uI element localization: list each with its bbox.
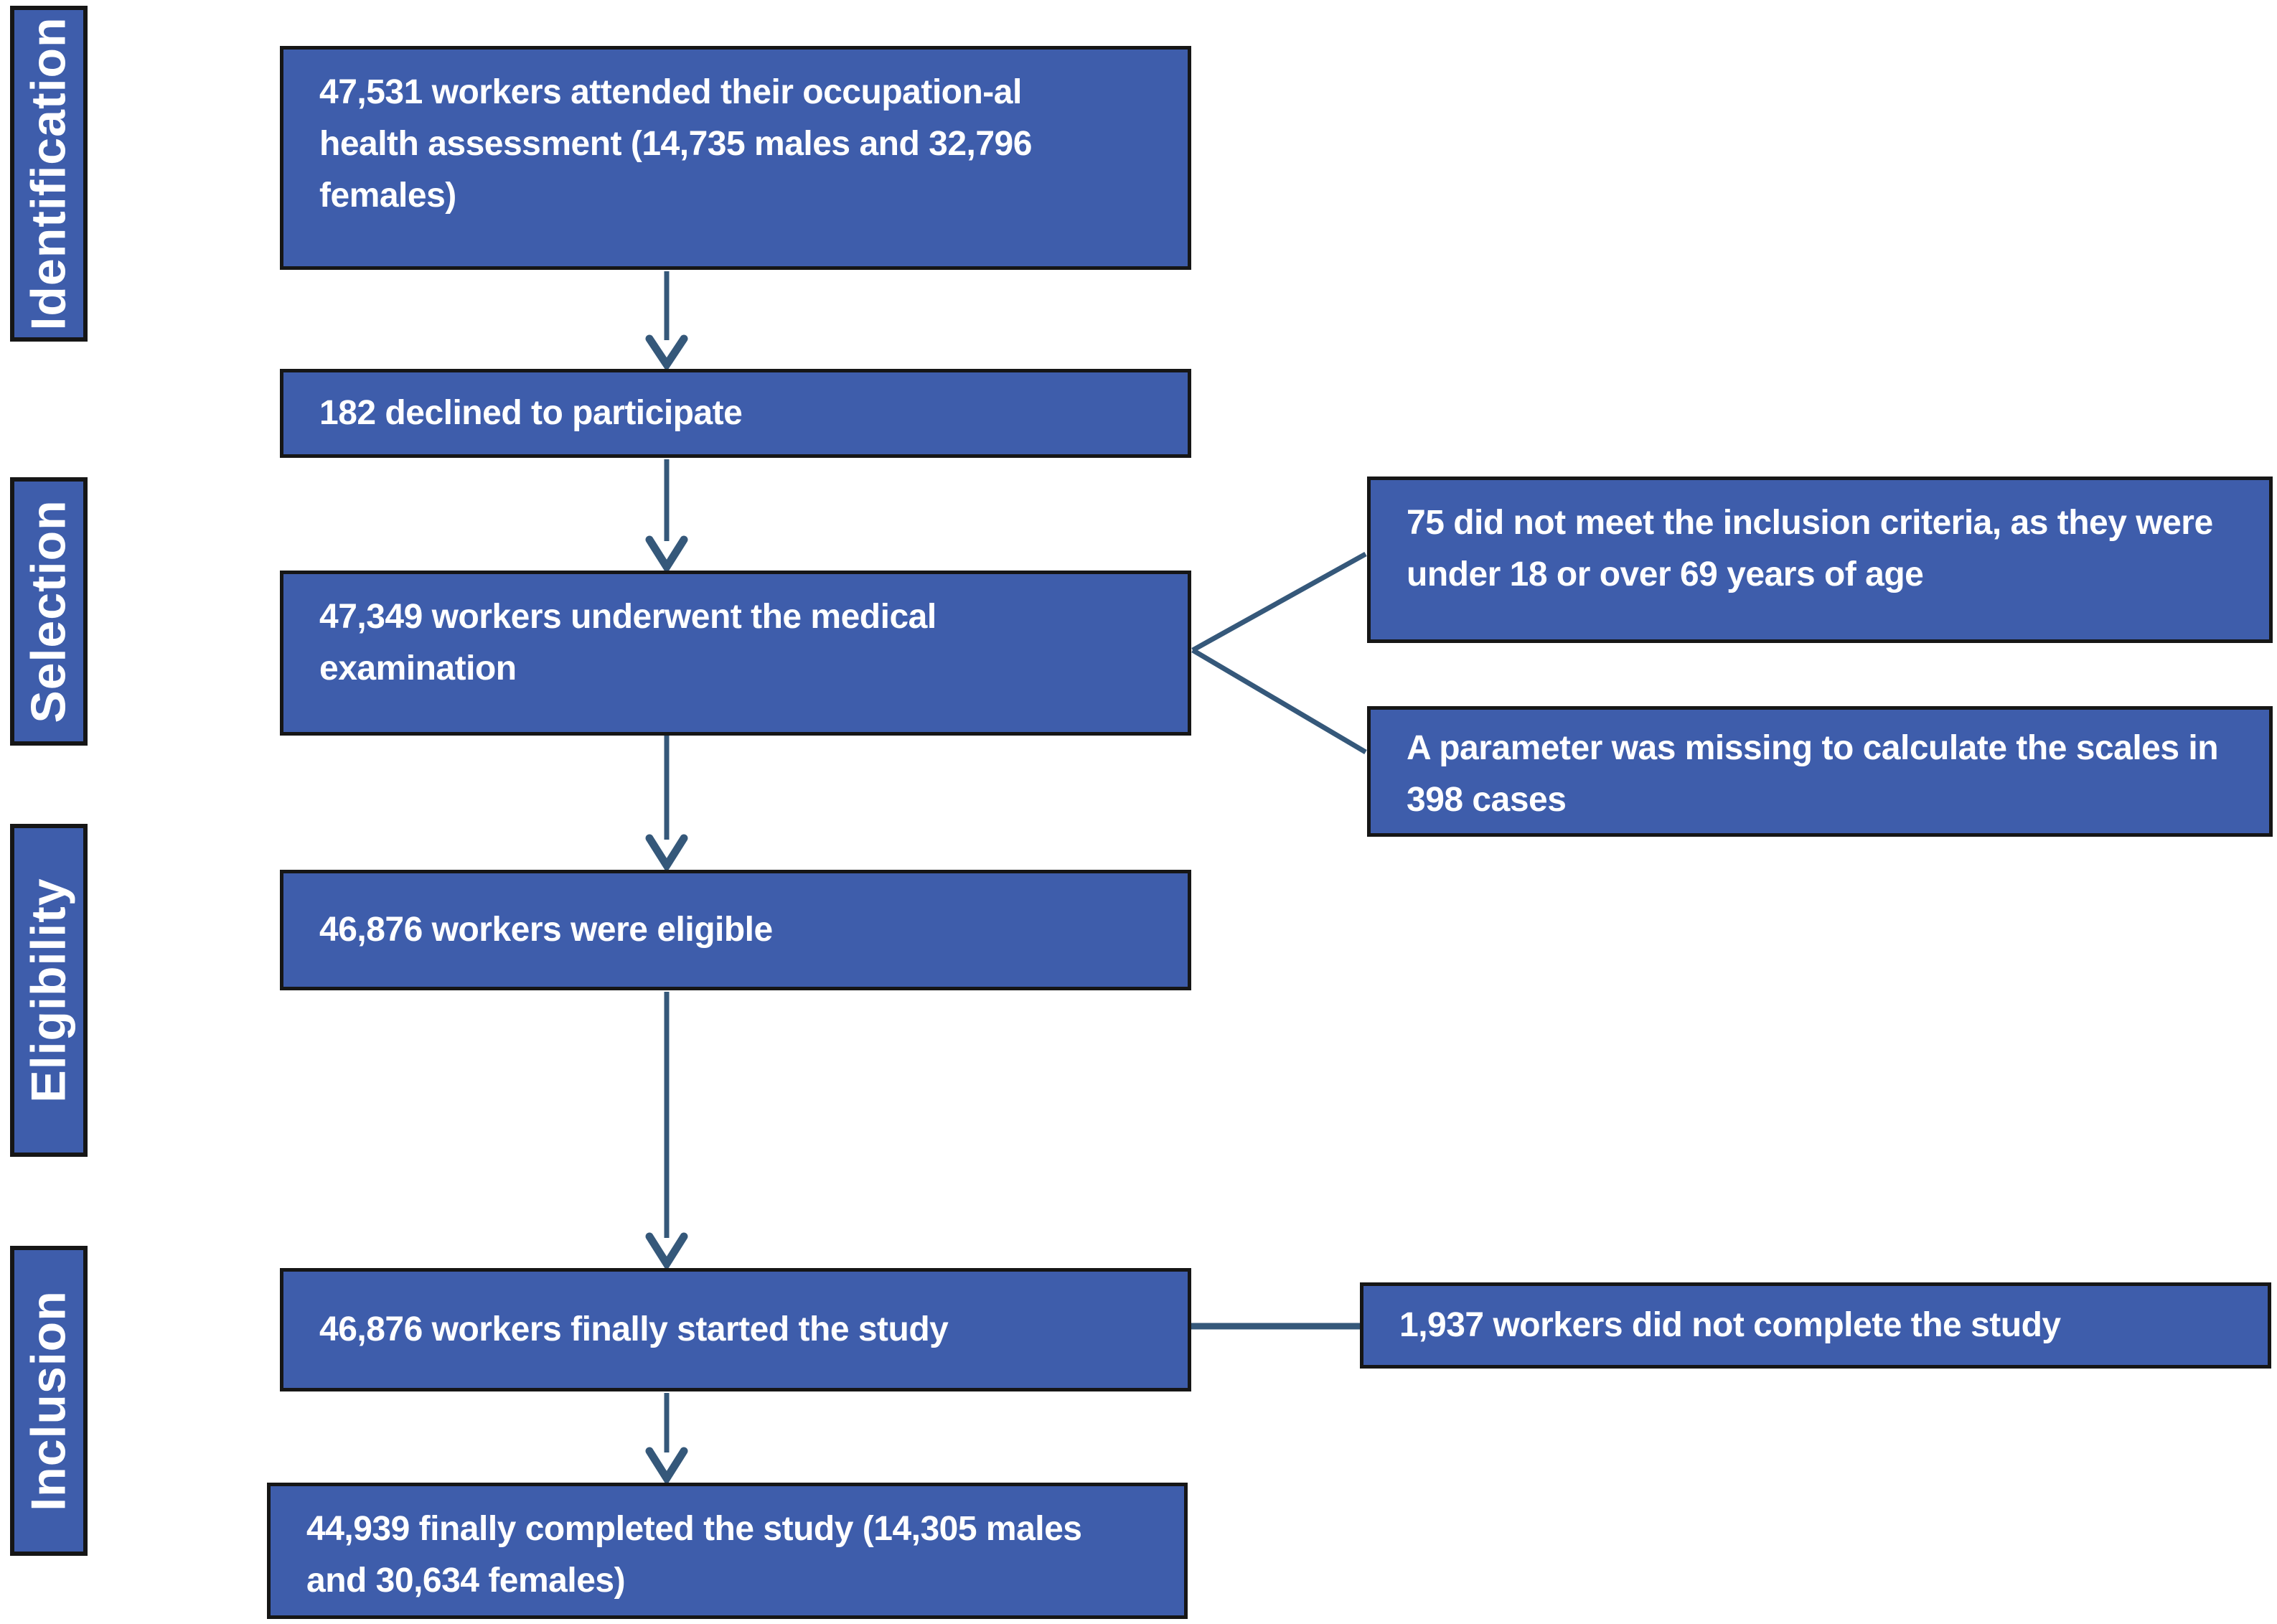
flow-box-completed-line-1: 44,939 finally completed the study (14,3…	[306, 1510, 1082, 1548]
flow-box-declined-line-1: 182 declined to participate	[319, 394, 743, 432]
side-box-missing-parameter: A parameter was missing to calculate the…	[1367, 706, 2273, 837]
flow-box-examined-line-2: examination	[319, 649, 517, 687]
stage-eligibility-label: Eligibility	[22, 878, 76, 1103]
stage-identification: Identification	[10, 6, 88, 342]
stage-inclusion: Inclusion	[10, 1246, 88, 1556]
flow-box-eligible-line-1: 46,876 workers were eligible	[319, 911, 773, 949]
arrowhead-examined-eligible	[645, 834, 688, 873]
flow-box-started: 46,876 workers finally started the study	[280, 1268, 1191, 1391]
flow-box-started-line-1: 46,876 workers finally started the study	[319, 1310, 949, 1348]
flow-box-declined: 182 declined to participate	[280, 369, 1191, 458]
stage-eligibility: Eligibility	[10, 824, 88, 1157]
flow-box-attended-line-2: health assessment (14,735 males and 32,7…	[319, 125, 1032, 163]
stage-identification-label: Identification	[22, 17, 77, 331]
flow-box-completed-line-2: and 30,634 females)	[306, 1562, 626, 1600]
flow-box-examined-line-1: 47,349 workers underwent the medical	[319, 598, 936, 636]
flow-box-attended: 47,531 workers attended their occupation…	[280, 46, 1191, 270]
stage-selection: Selection	[10, 477, 88, 746]
stage-inclusion-label: Inclusion	[22, 1290, 76, 1511]
flow-box-attended-line-1: 47,531 workers attended their occupation…	[319, 73, 1022, 111]
connector-examined-age-exclusion	[1191, 551, 1367, 653]
flow-box-attended-line-3: females)	[319, 177, 456, 215]
arrowhead-declined-examined	[645, 535, 688, 575]
side-box-age-exclusion: 75 did not meet the inclusion criteria, …	[1367, 477, 2273, 643]
side-box-missing-parameter-line-1: A parameter was missing to calculate the…	[1407, 729, 2219, 767]
flow-box-eligible: 46,876 workers were eligible	[280, 870, 1191, 990]
flow-box-completed: 44,939 finally completed the study (14,3…	[267, 1483, 1188, 1619]
arrowhead-eligible-started	[645, 1232, 688, 1272]
side-box-not-completed-line-1: 1,937 workers did not complete the study	[1399, 1306, 2061, 1344]
flow-box-examined: 47,349 workers underwent the medical exa…	[280, 571, 1191, 736]
stage-selection-label: Selection	[22, 499, 77, 723]
side-box-missing-parameter-line-2: 398 cases	[1407, 781, 1567, 819]
side-box-age-exclusion-line-2: under 18 or over 69 years of age	[1407, 555, 1924, 593]
connector-examined-missing-parameter	[1191, 647, 1367, 755]
arrowhead-started-completed	[645, 1447, 688, 1486]
side-box-not-completed: 1,937 workers did not complete the study	[1360, 1282, 2271, 1369]
side-box-age-exclusion-line-1: 75 did not meet the inclusion criteria, …	[1407, 504, 2213, 542]
arrowhead-attended-declined	[645, 334, 688, 372]
